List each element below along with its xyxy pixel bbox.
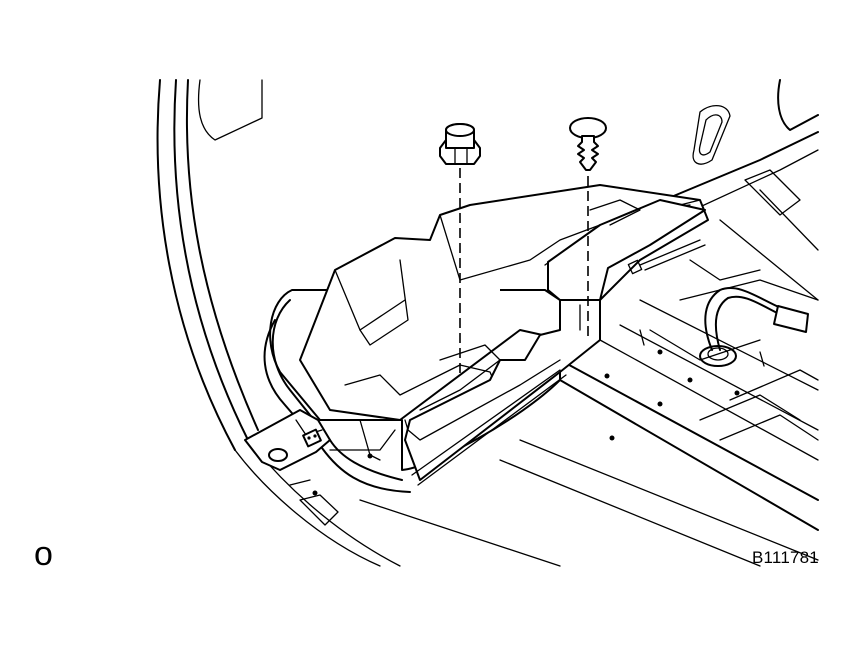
floor-grommet <box>689 259 809 367</box>
hex-nut-icon <box>439 123 481 165</box>
assembly-guide-lines <box>459 168 589 378</box>
rear-pillar-trim <box>156 79 401 567</box>
push-clip-icon <box>569 117 607 171</box>
figure-code: B111781 <box>752 548 819 567</box>
quarter-panel-right <box>639 79 819 301</box>
luggage-floor-panel <box>312 279 819 567</box>
corner-label: o <box>34 535 53 573</box>
mounting-bracket-left <box>244 409 339 526</box>
luggage-side-cover <box>269 184 709 486</box>
